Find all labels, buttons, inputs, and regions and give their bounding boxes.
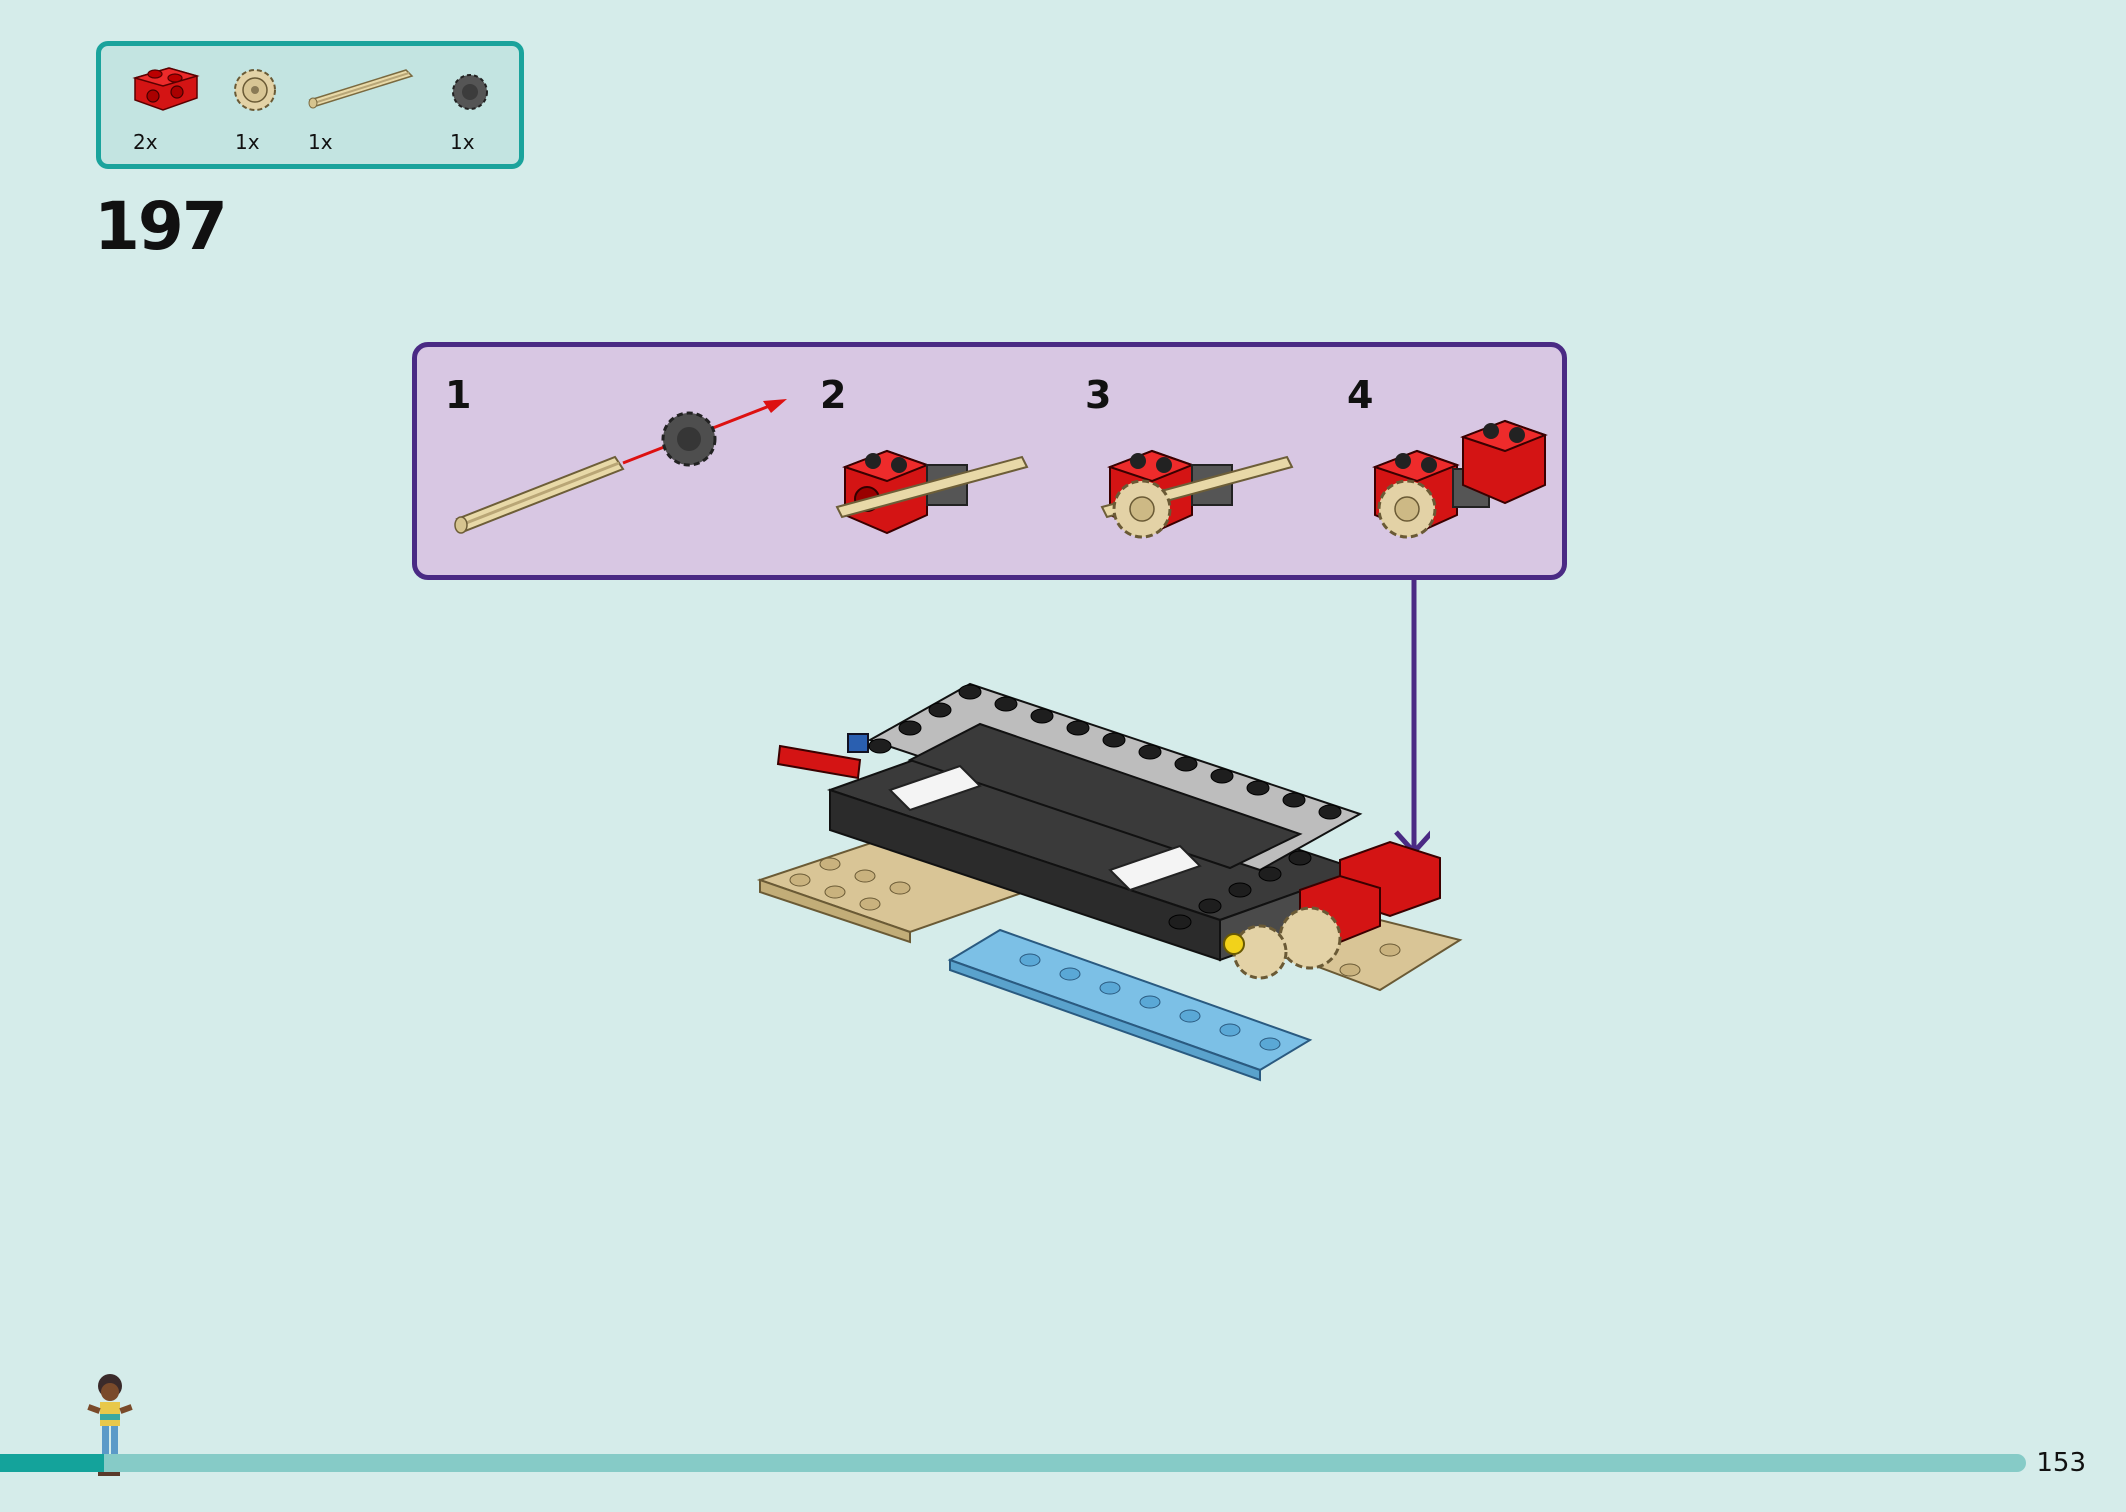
sub-step-number: 3 — [1085, 373, 1112, 417]
parts-item: 1x — [446, 56, 496, 154]
axle-and-bush-illustration — [454, 399, 787, 534]
sub-step-number: 1 — [445, 373, 472, 417]
page-number: 153 — [2036, 1448, 2086, 1478]
part-quantity: 1x — [450, 130, 475, 154]
tan-axle-icon — [308, 69, 414, 109]
part-quantity: 1x — [308, 130, 333, 154]
minifigure-character-icon — [87, 1374, 133, 1476]
sub-assembly-illustrations — [454, 399, 1548, 539]
brick-gear-on-axle-illustration — [1100, 449, 1294, 539]
main-model-illustration — [756, 682, 1463, 1082]
tan-gear-icon — [234, 69, 276, 111]
parts-item: 1x — [231, 56, 281, 154]
part-quantity: 1x — [235, 130, 260, 154]
part-quantity: 2x — [133, 130, 158, 154]
progress-bar-fill — [0, 1454, 104, 1472]
parts-list-box: 2x 1x 1x 1x — [96, 41, 524, 169]
sub-assembly-box: 1 2 3 4 — [412, 342, 1567, 580]
red-technic-brick-icon — [132, 67, 200, 111]
progress-bar-track — [0, 1454, 2026, 1472]
two-bricks-gear-on-axle-illustration — [1372, 419, 1548, 539]
step-number: 197 — [94, 188, 228, 265]
sub-step-number: 4 — [1347, 373, 1374, 417]
dark-gray-bush-icon — [452, 74, 488, 110]
parts-item: 2x — [131, 56, 201, 154]
parts-item: 1x — [306, 56, 416, 154]
sub-step-number: 2 — [820, 373, 847, 417]
brick-on-axle-illustration — [835, 449, 1029, 535]
